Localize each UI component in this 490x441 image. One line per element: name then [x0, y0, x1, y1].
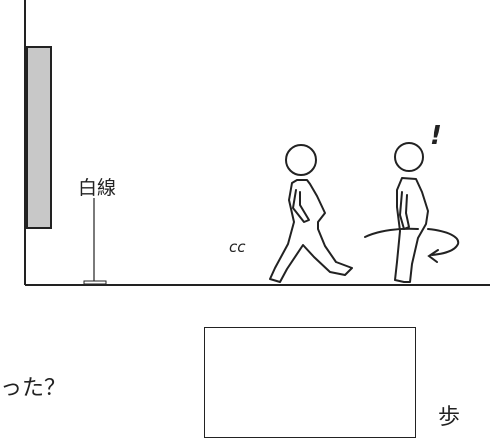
turn-arrow — [364, 227, 460, 263]
turning-person-body — [394, 177, 429, 283]
white-line-label: 白線 — [78, 177, 117, 199]
walking-person-arm — [292, 189, 310, 223]
walking-person-body — [269, 179, 353, 283]
unit-label: 歩 — [438, 405, 461, 430]
walking-person-head — [285, 144, 317, 176]
white-line-marker — [83, 280, 107, 285]
wall-board — [26, 46, 52, 229]
turning-person-head — [394, 142, 424, 172]
turn-arrow-back — [364, 227, 419, 238]
answer-box[interactable] — [204, 327, 416, 438]
turn-arrow-front — [427, 228, 460, 256]
turn-arrow-head — [427, 249, 439, 263]
scene-illustration: cc ! — [24, 0, 490, 286]
question-text: った？ — [0, 376, 67, 401]
sound-effect-text: cc — [229, 238, 246, 256]
exclamation-mark: ! — [430, 121, 442, 151]
walking-person — [269, 144, 353, 283]
turning-person — [394, 142, 429, 283]
